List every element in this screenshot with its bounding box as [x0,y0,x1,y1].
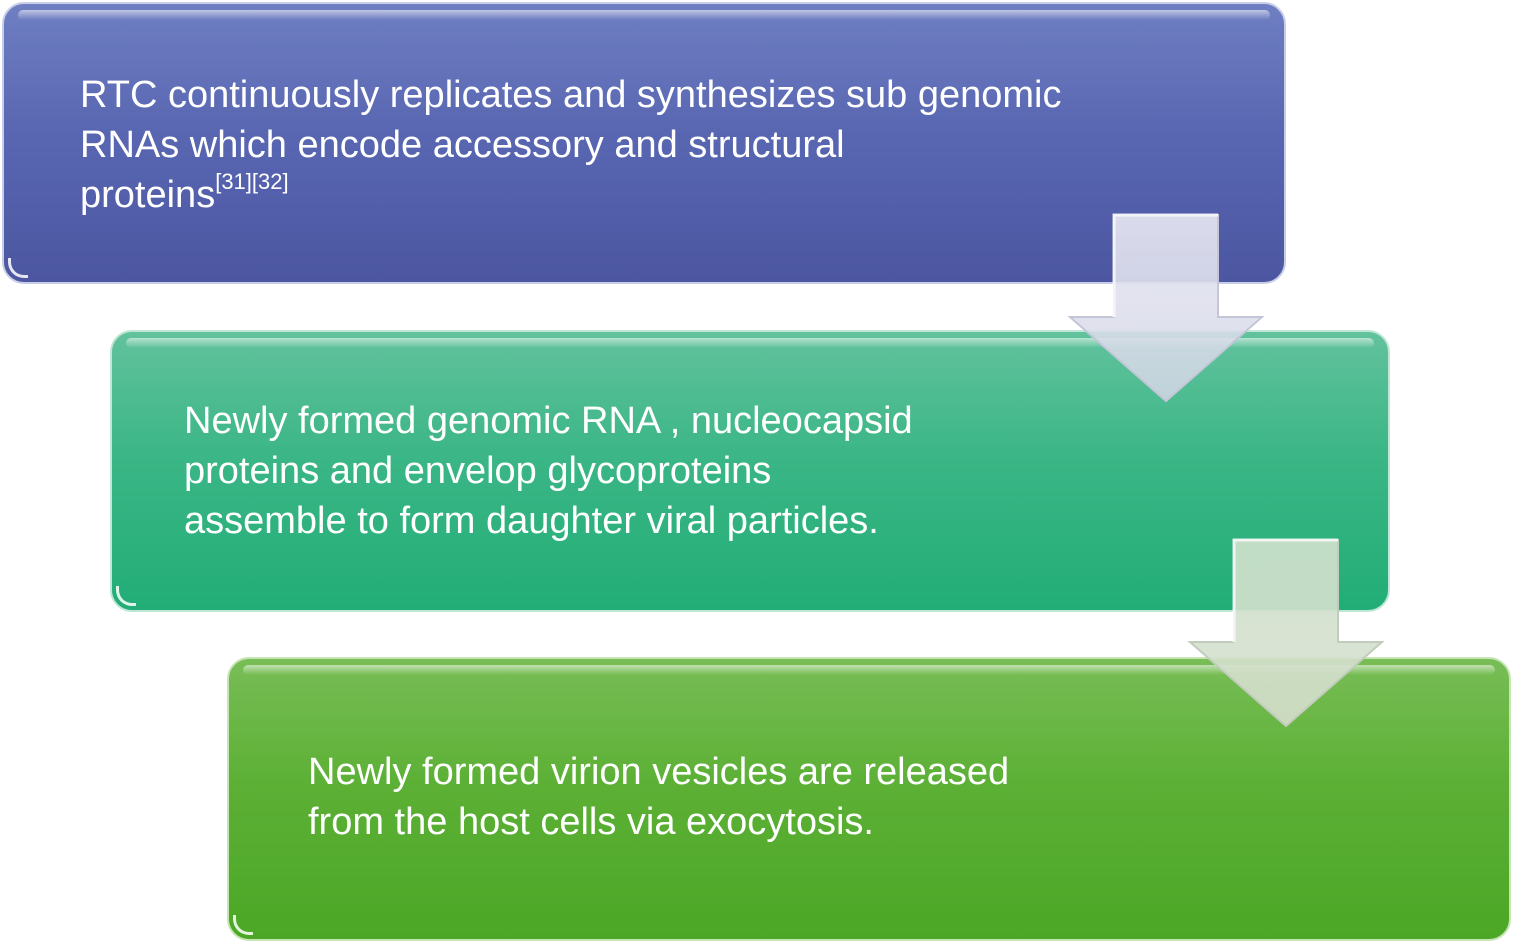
step-1-main-text: RTC continuously replicates and synthesi… [80,74,1062,216]
step-1-citation: [31][32] [215,169,289,195]
step-1-text: RTC continuously replicates and synthesi… [80,70,1200,220]
step-box-3: Newly formed virion vesicles are release… [227,657,1511,941]
down-arrow-icon [1187,538,1385,728]
step-box-1: RTC continuously replicates and synthesi… [2,2,1286,284]
step-2-text: Newly formed genomic RNA , nucleocapsid … [184,400,913,542]
down-arrow-icon [1067,213,1265,403]
step-3-text: Newly formed virion vesicles are release… [308,751,1010,843]
